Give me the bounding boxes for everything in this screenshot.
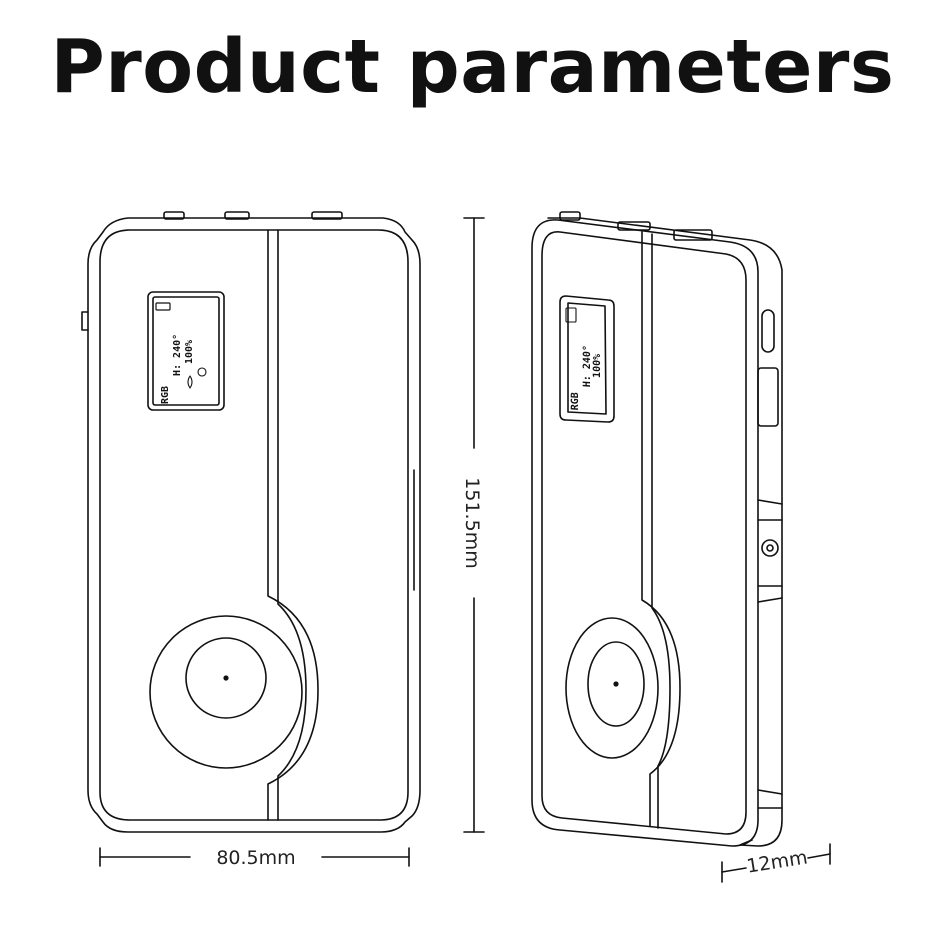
- audio-jack: [761, 539, 779, 557]
- side-screen: [567, 302, 607, 415]
- side-screen-brightness-readout: 100%: [592, 353, 603, 378]
- usb-a-port: [757, 367, 779, 427]
- front-outer-body: [87, 217, 421, 833]
- top-button-left: [163, 211, 185, 220]
- height-dimension: 151.5mm: [461, 217, 485, 833]
- top-button-middle: [224, 211, 250, 220]
- battery-icon: [155, 302, 171, 311]
- front-inner-face: [99, 229, 409, 821]
- side-switch: [81, 311, 89, 331]
- front-dial-ring: [149, 615, 303, 769]
- side-view-body: [531, 219, 759, 847]
- front-dial-knob: [185, 637, 267, 719]
- side-screen-frame: [559, 295, 615, 423]
- depth-label: 12mm: [745, 846, 809, 877]
- side-view-edge: [547, 217, 783, 847]
- side-center-seam: [641, 231, 681, 827]
- side-dial-knob: [587, 641, 645, 727]
- side-dial-ring: [565, 617, 659, 759]
- front-dial-dot: [223, 675, 229, 681]
- sun-icon: [197, 367, 207, 377]
- front-screen-frame: [147, 291, 225, 411]
- usb-c-port: [761, 309, 775, 353]
- droplet-icon: [187, 375, 193, 389]
- width-label: 80.5mm: [216, 847, 295, 869]
- top-button-right: [311, 211, 343, 220]
- side-view-inner-face: [541, 231, 747, 835]
- screen-hue-readout: H: 240°: [172, 334, 183, 376]
- depth-dimension: 12mm: [721, 843, 831, 883]
- front-screen: [152, 296, 220, 406]
- width-dimension: 80.5mm: [99, 847, 410, 869]
- side-screen-mode-label: RGB: [570, 392, 581, 411]
- front-view: RGB H: 240° 100%: [81, 211, 421, 833]
- screen-mode-label: RGB: [160, 386, 171, 404]
- height-label: 151.5mm: [461, 477, 483, 568]
- front-center-seam: [267, 229, 319, 821]
- screen-brightness-readout: 100%: [184, 340, 195, 364]
- side-screen-hue-readout: H: 240°: [582, 345, 593, 388]
- side-view: RGB H: 240° 100%: [531, 211, 783, 847]
- page-title: Product parameters: [50, 24, 895, 110]
